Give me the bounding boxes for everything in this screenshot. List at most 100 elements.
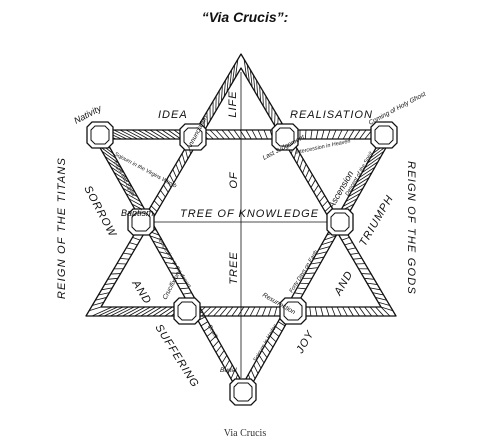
hatch-stroke bbox=[137, 129, 155, 140]
word-suffering: SUFFERING bbox=[152, 322, 201, 390]
hatch-stroke bbox=[353, 129, 361, 140]
hatch-stroke bbox=[215, 345, 222, 353]
hatch-stroke bbox=[347, 247, 356, 251]
hatch-stroke bbox=[155, 129, 171, 140]
hatch-stroke bbox=[353, 306, 360, 317]
hatch-stroke bbox=[356, 172, 373, 183]
hatch-stroke bbox=[325, 306, 330, 317]
hatch-stroke bbox=[152, 306, 168, 317]
hatch-stroke bbox=[101, 287, 113, 291]
hatch-stroke bbox=[235, 59, 239, 78]
hatch-stroke bbox=[352, 257, 362, 260]
hatch-stroke bbox=[358, 306, 366, 317]
hatch-stroke bbox=[104, 156, 122, 169]
hatch-stroke bbox=[364, 277, 375, 280]
hatch-stroke bbox=[153, 200, 161, 207]
hatch-stroke bbox=[134, 306, 151, 317]
label-baptism: Baptism bbox=[121, 208, 154, 218]
hatch-stroke bbox=[172, 169, 177, 179]
hatch-stroke bbox=[342, 306, 348, 317]
hatch-stroke bbox=[258, 355, 265, 364]
hatch-stroke bbox=[104, 306, 124, 317]
hatch-stroke bbox=[341, 237, 350, 241]
hatch-stroke bbox=[344, 242, 353, 246]
hatch-stroke bbox=[364, 306, 373, 317]
hatch-stroke bbox=[126, 247, 135, 251]
hatch-stroke bbox=[213, 306, 223, 317]
node-coming-holy-ghost bbox=[370, 121, 398, 149]
hatch-stroke bbox=[372, 292, 384, 296]
node-last-judgement bbox=[271, 123, 299, 151]
hatch-stroke bbox=[316, 190, 322, 198]
hatch-stroke bbox=[88, 306, 102, 312]
hatch-stroke bbox=[297, 287, 307, 290]
hatch-stroke bbox=[229, 69, 233, 88]
hatch-stroke bbox=[331, 306, 336, 317]
band-hatching bbox=[88, 59, 394, 395]
hatch-stroke bbox=[122, 187, 138, 198]
hatch-stroke bbox=[221, 129, 230, 140]
downward-triangle-inner bbox=[104, 138, 382, 385]
hatch-stroke bbox=[212, 340, 219, 348]
hatch-stroke bbox=[347, 306, 354, 317]
node-ascension bbox=[326, 208, 354, 236]
hatch-stroke bbox=[161, 256, 173, 260]
hatch-stroke bbox=[326, 129, 331, 140]
hatch-stroke bbox=[163, 184, 169, 193]
hatch-stroke bbox=[267, 306, 272, 317]
hatch-stroke bbox=[323, 235, 337, 241]
hatch-stroke bbox=[274, 306, 278, 317]
hatch-stroke bbox=[164, 261, 176, 265]
hatch-stroke bbox=[175, 163, 180, 174]
hatch-stroke bbox=[116, 177, 133, 188]
hatch-stroke bbox=[315, 251, 328, 255]
hatch-stroke bbox=[250, 369, 256, 379]
hatch-stroke bbox=[313, 256, 325, 260]
hatch-stroke bbox=[309, 306, 312, 317]
hatch-stroke bbox=[310, 261, 322, 265]
hatch-stroke bbox=[110, 306, 129, 317]
hatch-stroke bbox=[123, 252, 132, 255]
hatch-stroke bbox=[274, 111, 276, 126]
word-of: OF bbox=[228, 171, 240, 189]
hatch-stroke bbox=[225, 306, 234, 317]
hatch-stroke bbox=[231, 306, 239, 317]
hatch-stroke bbox=[321, 240, 334, 246]
hatch-stroke bbox=[264, 345, 271, 353]
hatch-stroke bbox=[305, 169, 310, 179]
hatch-stroke bbox=[353, 177, 370, 188]
hatch-stroke bbox=[97, 306, 118, 317]
word-realisation: REALISATION bbox=[290, 109, 373, 121]
hatch-stroke bbox=[342, 129, 349, 140]
hatch-stroke bbox=[152, 240, 165, 246]
hatch-stroke bbox=[149, 235, 163, 241]
hatch-stroke bbox=[113, 172, 130, 183]
hatch-stroke bbox=[256, 80, 259, 97]
word-life: LIFE bbox=[227, 90, 239, 117]
hatch-stroke bbox=[375, 306, 385, 317]
hatch-stroke bbox=[232, 64, 236, 83]
hatch-stroke bbox=[227, 364, 233, 374]
hatch-stroke bbox=[128, 198, 144, 207]
word-triumph: TRIUMPH bbox=[357, 193, 396, 248]
hatch-stroke bbox=[131, 129, 149, 140]
hatch-stroke bbox=[378, 301, 390, 306]
hatch-stroke bbox=[158, 306, 173, 317]
node-nativity bbox=[86, 121, 114, 149]
hatch-stroke bbox=[149, 129, 165, 140]
hatch-stroke bbox=[314, 306, 318, 317]
hatch-stroke bbox=[337, 129, 343, 140]
hatch-stroke bbox=[128, 306, 146, 317]
downward-triangle bbox=[89, 129, 397, 401]
word-idea: IDEA bbox=[158, 109, 188, 121]
hatch-stroke bbox=[209, 129, 220, 140]
hatch-stroke bbox=[246, 64, 250, 83]
hatch-stroke bbox=[359, 129, 367, 140]
hatch-stroke bbox=[361, 161, 379, 174]
word-tree-vertical: TREE bbox=[228, 251, 240, 284]
node-resurrection bbox=[279, 297, 307, 325]
hatch-stroke bbox=[215, 129, 225, 140]
hatch-stroke bbox=[233, 129, 241, 140]
side-label-reign-gods: REIGN OF THE GODS bbox=[405, 161, 417, 295]
hatch-stroke bbox=[380, 306, 394, 312]
